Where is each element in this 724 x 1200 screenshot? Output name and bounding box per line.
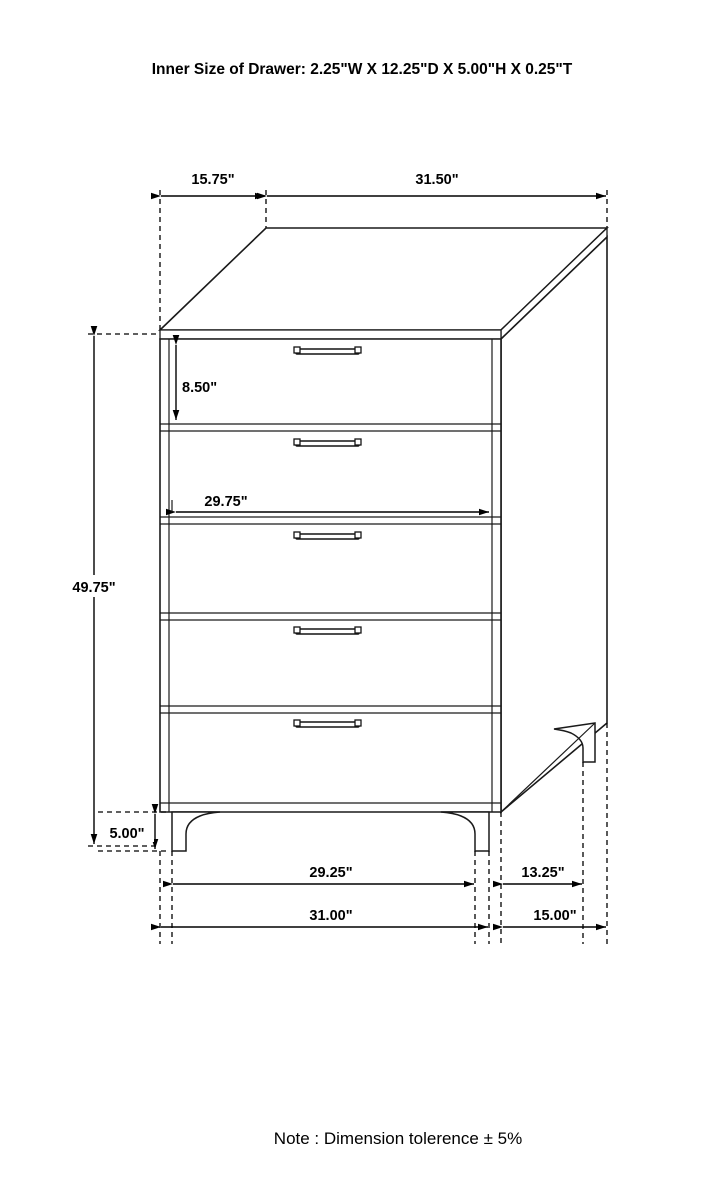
page-title: Inner Size of Drawer: 2.25"W X 12.25"D X… (152, 61, 573, 78)
dim-group-overall-height: 49.75" (54, 326, 158, 847)
bar-pull-handle-drawer-1[interactable] (293, 346, 362, 355)
base-recede-edge (500, 722, 596, 813)
chest-drawing (158, 226, 609, 852)
dim-label-overall-height: 49.75" (72, 580, 115, 596)
bar-pull-handle-drawer-4[interactable] (293, 626, 362, 635)
dim-group-leg-height: 5.00" (98, 804, 168, 852)
bar-pull-handle-drawer-3[interactable] (293, 531, 362, 540)
bar-pull-handle-drawer-5[interactable] (293, 719, 362, 728)
top-dimension-group: 15.75" 31.50" (151, 172, 608, 330)
dim-label-top-depth: 15.75" (191, 172, 234, 188)
dim-label-drawer-height: 8.50" (182, 380, 217, 396)
dim-label-base-inner-width: 29.25" (309, 865, 352, 881)
dim-group-drawer-height: 8.50" (172, 335, 217, 420)
dim-label-top-width: 31.50" (415, 172, 458, 188)
dim-group-drawer-width: 29.75" (166, 494, 489, 516)
dim-label-drawer-width: 29.75" (204, 494, 247, 510)
dim-label-leg-backing (100, 821, 154, 842)
dim-label-base-inner-depth: 13.25" (521, 865, 564, 881)
drawer-divider-lines (160, 423, 501, 804)
drawer-handles (293, 346, 362, 728)
dim-label-base-overall-depth: 15.00" (533, 908, 576, 924)
dim-label-base-overall-width: 31.00" (309, 908, 352, 924)
dim-label-height-backing (54, 575, 134, 597)
leg-front-left (171, 811, 221, 852)
chest-front-face (159, 338, 502, 813)
chest-front-top-band (159, 329, 502, 340)
leg-front-right (440, 811, 490, 852)
bar-pull-handle-drawer-2[interactable] (293, 438, 362, 447)
dim-label-leg-height: 5.00" (109, 826, 144, 842)
tolerance-note: Note : Dimension tolerence ± 5% (274, 1129, 522, 1148)
bottom-dimension-group: 29.25" 13.25" 31.00" 15.00" (151, 723, 608, 944)
